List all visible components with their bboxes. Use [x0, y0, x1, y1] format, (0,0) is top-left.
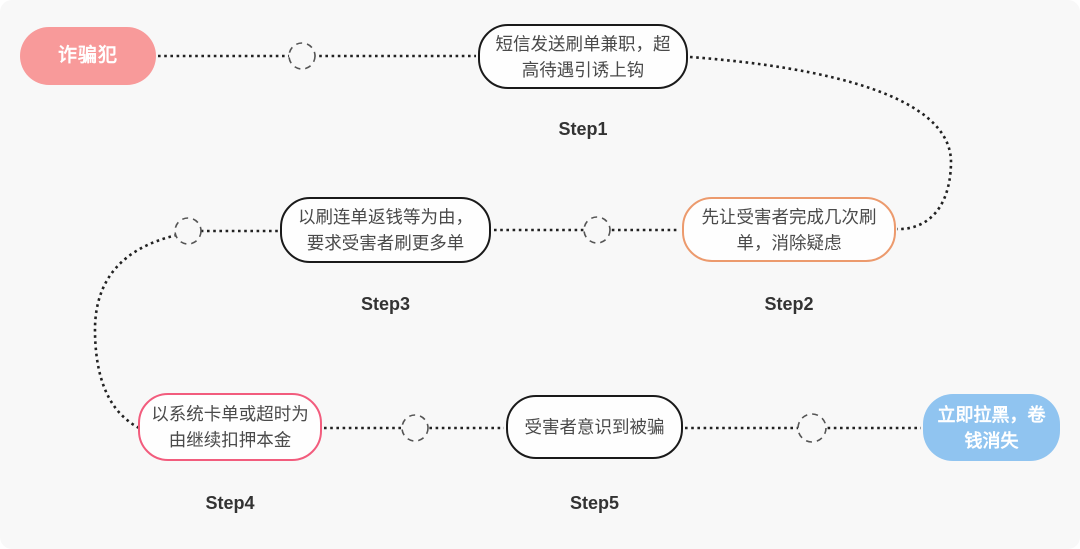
node-step2[interactable]: 先让受害者完成几次刷单，消除疑虑	[682, 197, 896, 262]
caption-step4: Step4	[205, 493, 255, 513]
junction-circle-2	[583, 216, 611, 244]
node-step4[interactable]: 以系统卡单或超时为由继续扣押本金	[138, 393, 322, 461]
node-step1-label: 短信发送刷单兼职，超高待遇引诱上钩	[495, 33, 671, 80]
node-step4-label: 以系统卡单或超时为由继续扣押本金	[151, 404, 309, 450]
junction-circle-3	[174, 217, 202, 245]
node-step5-label: 受害者意识到被骗	[524, 417, 665, 437]
node-step3-label: 以刷连单返钱等为由，要求受害者刷更多单	[298, 207, 473, 253]
junction-circle-1	[288, 42, 316, 70]
caption-step5: Step5	[569, 493, 620, 513]
junction-circle-4	[401, 414, 429, 442]
node-step2-label: 先让受害者完成几次刷单，消除疑虑	[701, 206, 877, 253]
caption-step1: Step1	[558, 119, 608, 139]
caption-step3: Step3	[360, 294, 411, 314]
node-step1[interactable]: 短信发送刷单兼职，超高待遇引诱上钩	[478, 24, 688, 89]
junction-circle-5	[797, 413, 827, 443]
node-scammer[interactable]: 诈骗犯	[20, 27, 156, 85]
node-end-blocked[interactable]: 立即拉黑，卷钱消失	[923, 394, 1060, 461]
node-step5[interactable]: 受害者意识到被骗	[506, 395, 683, 459]
node-step3[interactable]: 以刷连单返钱等为由，要求受害者刷更多单	[280, 197, 491, 263]
caption-step2: Step2	[764, 294, 814, 314]
